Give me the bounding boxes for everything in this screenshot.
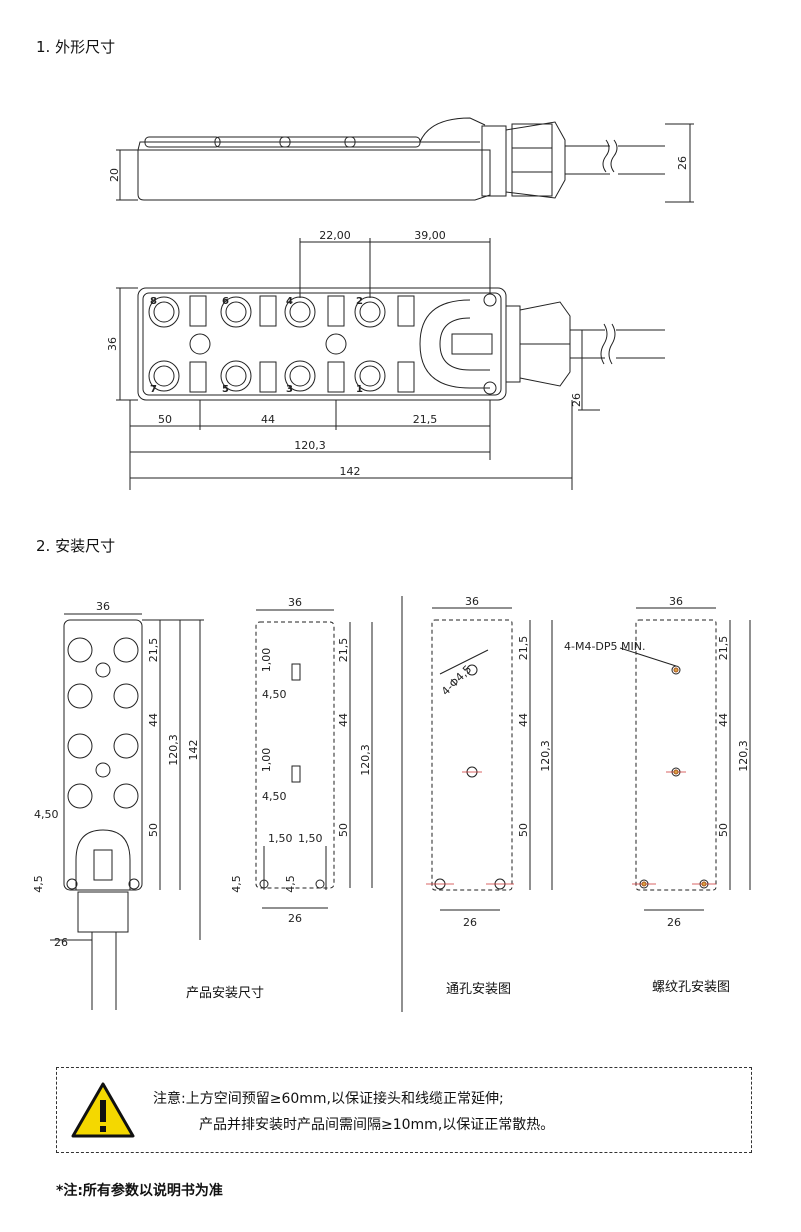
install-total-1: 120,3 (167, 734, 180, 766)
install-26-2: 26 (288, 912, 302, 925)
warning-icon (71, 1082, 135, 1138)
port-group (148, 296, 386, 392)
install-total-4: 120,3 (737, 740, 750, 772)
dim-seg2: 44 (261, 413, 275, 426)
dim-side-height: 20 (108, 168, 121, 182)
install-top-2: 21,5 (337, 638, 350, 663)
dim-body-length: 120,3 (294, 439, 326, 452)
install-mid-2: 44 (337, 713, 350, 727)
dim-cable-offset: 26 (570, 393, 583, 407)
dim-total-length: 142 (340, 465, 361, 478)
port-label-3: 3 (286, 384, 293, 395)
section-title-install: 2. 安装尺寸 (36, 537, 116, 555)
port-label-7: 7 (150, 384, 157, 395)
port-label-8: 8 (150, 296, 157, 307)
install-side-1: 4,50 (34, 808, 59, 821)
port-label-5: 5 (222, 384, 229, 395)
install-top-1: 21,5 (147, 638, 160, 663)
install-45-2a: 4,5 (230, 875, 243, 893)
port-label-2: 2 (356, 296, 363, 307)
install-full-1: 142 (187, 740, 200, 761)
install-26-1: 26 (54, 936, 68, 949)
port-label-4: 4 (286, 296, 293, 307)
install-top-3: 21,5 (517, 636, 530, 661)
notice-line-1: 注意:上方空间预留≥60mm,以保证接头和线缆正常延伸; (153, 1091, 504, 1107)
install-width-1: 36 (96, 600, 110, 613)
port-label-6: 6 (222, 296, 229, 307)
install-slot-w-a: 1,00 (260, 648, 273, 673)
port-label-1: 1 (356, 384, 363, 395)
thread-label: 4-M4-DP5 MIN. (564, 640, 646, 653)
install-top-4: 21,5 (717, 636, 730, 661)
dim-side-cable: 26 (676, 156, 689, 170)
install-gap-a: 1,50 (268, 832, 293, 845)
install-26-4: 26 (667, 916, 681, 929)
install-width-2: 36 (288, 596, 302, 609)
dim-width: 36 (106, 337, 119, 351)
caption-thread: 螺纹孔安装图 (652, 980, 731, 995)
install-total-3: 120,3 (539, 740, 552, 772)
dim-seg3: 21,5 (413, 413, 438, 426)
dim-offset-top: 39,00 (414, 229, 446, 242)
install-slot-l-b: 4,50 (262, 790, 287, 803)
dim-pitch-top: 22,00 (319, 229, 351, 242)
caption-product: 产品安装尺寸 (186, 986, 265, 1001)
install-bottom-4: 50 (717, 823, 730, 837)
notice-line-2: 产品并排安装时产品间需间隔≥10mm,以保证正常散热。 (199, 1117, 555, 1133)
footnote: *注:所有参数以说明书为准 (56, 1183, 223, 1199)
dim-seg1: 50 (158, 413, 172, 426)
install-mid-4: 44 (717, 713, 730, 727)
install-gap-b: 1,50 (298, 832, 323, 845)
install-slot-l-a: 4,50 (262, 688, 287, 701)
install-width-4: 36 (669, 595, 683, 608)
install-mid-1: 44 (147, 713, 160, 727)
install-width-3: 36 (465, 595, 479, 608)
install-45-1: 4,5 (32, 875, 45, 893)
install-bottom-1: 50 (147, 823, 160, 837)
install-mid-3: 44 (517, 713, 530, 727)
install-slot-w-b: 1,00 (260, 748, 273, 773)
install-total-2: 120,3 (359, 744, 372, 776)
install-bottom-2: 50 (337, 823, 350, 837)
notice-box: 注意:上方空间预留≥60mm,以保证接头和线缆正常延伸; 产品并排安装时产品间需… (56, 1067, 752, 1153)
hole-label: 4-Φ4,5 (439, 663, 474, 698)
caption-through: 通孔安装图 (446, 982, 512, 997)
install-bottom-3: 50 (517, 823, 530, 837)
install-26-3: 26 (463, 916, 477, 929)
install-45-2b: 4,5 (284, 875, 297, 893)
section-title-outline: 1. 外形尺寸 (36, 38, 116, 56)
